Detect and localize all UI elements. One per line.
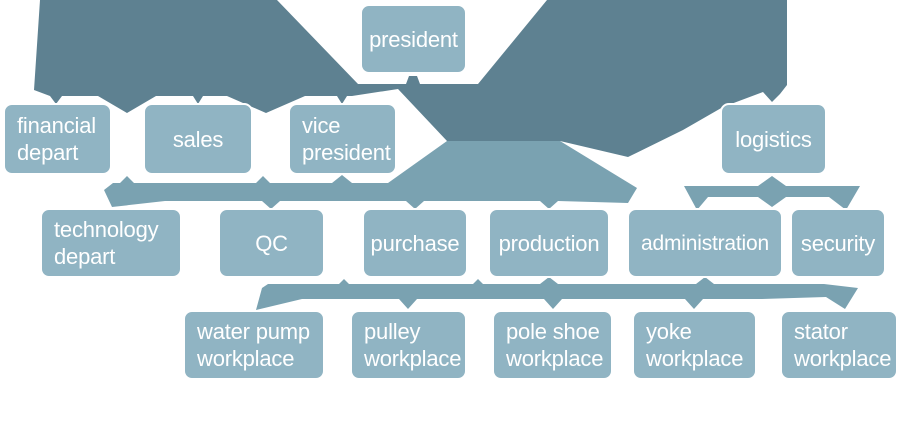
node-label: security <box>800 230 876 256</box>
node-label: financial depart <box>17 113 96 165</box>
node-technology-depart[interactable]: technology depart <box>40 208 182 278</box>
connector-logistics-to-children <box>684 176 860 210</box>
node-vice-president[interactable]: vice president <box>288 103 397 175</box>
node-label: pole shoe workplace <box>506 319 604 371</box>
connector-production-to-workplaces <box>256 277 858 310</box>
node-label: QC <box>255 230 288 256</box>
node-production[interactable]: production <box>488 208 610 278</box>
node-yoke-workplace[interactable]: yoke workplace <box>632 310 757 380</box>
node-sales[interactable]: sales <box>143 103 253 175</box>
node-financial-depart[interactable]: financial depart <box>3 103 112 175</box>
connector-president-to-level2 <box>34 0 787 157</box>
node-qc[interactable]: QC <box>218 208 325 278</box>
node-label: water pump workplace <box>197 319 310 371</box>
node-stator-workplace[interactable]: stator workplace <box>780 310 898 380</box>
connector-vice-president-to-level3 <box>104 141 637 209</box>
node-label: technology depart <box>54 217 159 269</box>
node-label: sales <box>172 126 224 152</box>
node-logistics[interactable]: logistics <box>720 103 827 175</box>
node-label: president <box>369 26 458 52</box>
node-water-pump-workplace[interactable]: water pump workplace <box>183 310 325 380</box>
node-label: yoke workplace <box>646 319 744 371</box>
node-label: administration <box>641 231 769 255</box>
node-label: logistics <box>735 126 812 152</box>
node-administration[interactable]: administration <box>627 208 783 278</box>
node-label: stator workplace <box>794 319 892 371</box>
node-pole-shoe-workplace[interactable]: pole shoe workplace <box>492 310 613 380</box>
node-president[interactable]: president <box>360 4 467 74</box>
node-purchase[interactable]: purchase <box>362 208 468 278</box>
node-label: vice president <box>302 113 391 165</box>
node-label: purchase <box>370 230 460 256</box>
node-label: production <box>498 230 600 256</box>
node-label: pulley workplace <box>364 319 462 371</box>
node-pulley-workplace[interactable]: pulley workplace <box>350 310 467 380</box>
node-security[interactable]: security <box>790 208 886 278</box>
